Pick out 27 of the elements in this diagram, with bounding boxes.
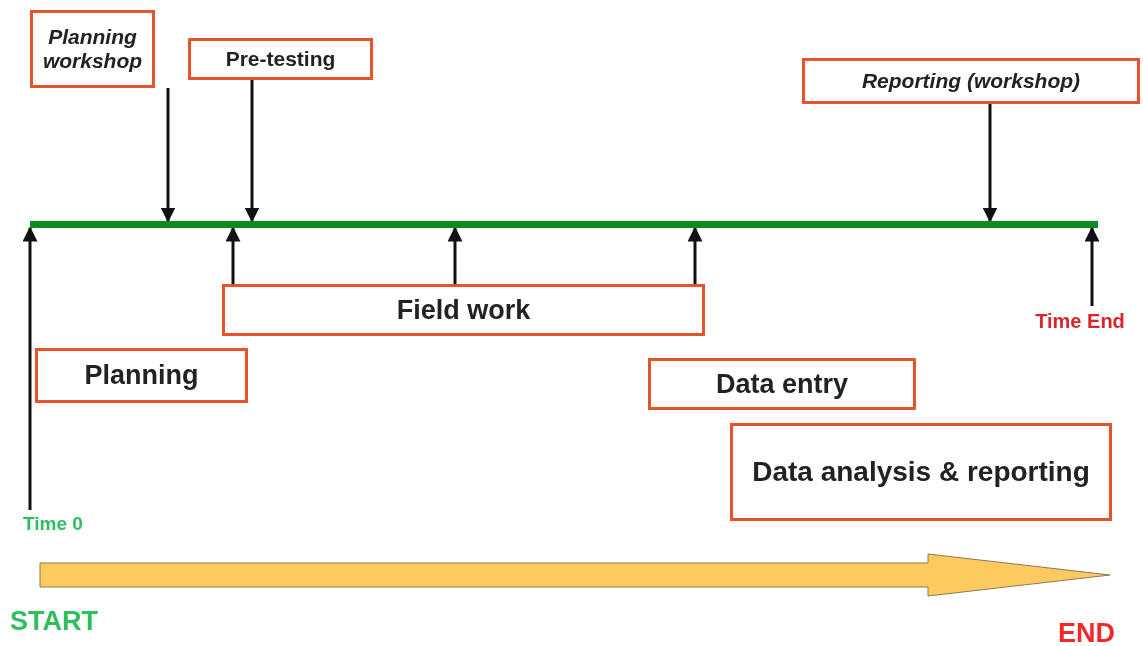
end-label: START — [10, 606, 98, 637]
event-box — [188, 38, 373, 80]
event-box — [35, 348, 248, 403]
arrow — [447, 226, 463, 284]
arrow — [225, 226, 241, 284]
event-label: Planning workshop — [41, 25, 144, 73]
event-label: Data entry — [715, 368, 848, 400]
arrow — [244, 80, 260, 223]
event-label: Data analysis & reporting — [752, 456, 1090, 488]
arrow — [982, 104, 998, 223]
event-label: Pre-testing — [225, 47, 336, 71]
end-label: END — [1058, 618, 1115, 646]
arrow — [687, 226, 703, 284]
event-box — [730, 423, 1112, 521]
timeline-bar — [30, 221, 1098, 228]
time-label: Time 0 — [6, 510, 100, 538]
event-label: Reporting (workshop) — [861, 69, 1081, 93]
event-label: Planning — [84, 360, 199, 391]
arrow — [1084, 226, 1100, 306]
time-label: Time End — [1018, 306, 1142, 336]
event-label: Field work — [396, 294, 531, 326]
event-box — [648, 358, 916, 410]
arrow — [160, 88, 176, 223]
arrow — [22, 226, 38, 510]
event-box — [30, 10, 155, 88]
event-box — [802, 58, 1140, 104]
event-box — [222, 284, 705, 336]
